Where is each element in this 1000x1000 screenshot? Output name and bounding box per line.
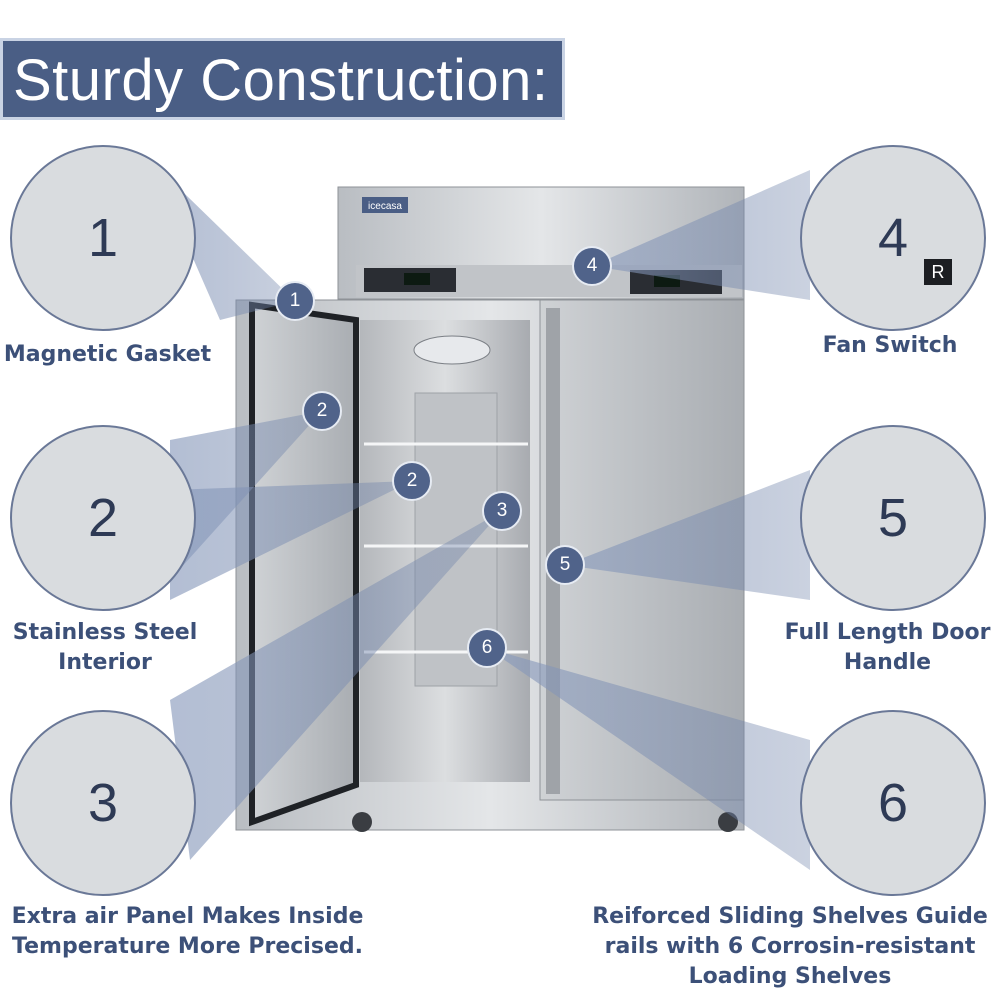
callout-magnetic-gasket: 1	[10, 145, 196, 331]
callout-number: 5	[877, 488, 909, 548]
callout-number: 2	[87, 488, 119, 548]
marker-3: 3	[482, 491, 522, 531]
callout-number: 4	[877, 208, 909, 268]
fan-grill	[413, 335, 491, 365]
label-stainless-interior: Stainless Steel Interior	[12, 620, 198, 675]
brand-logo: icecasa	[368, 201, 402, 212]
marker-6: 6	[467, 628, 507, 668]
callout-fan-switch: 4 R	[800, 145, 986, 331]
marker-1: 1	[275, 281, 315, 321]
label-shelves: Reiforced Sliding Shelves Guide rails wi…	[592, 904, 988, 989]
callout-shelves: 6	[800, 710, 986, 896]
marker-5: 5	[545, 545, 585, 585]
page-title: Sturdy Construction:	[13, 48, 549, 113]
title-banner: Sturdy Construction:	[0, 38, 565, 120]
marker-2b: 2	[392, 461, 432, 501]
callout-number: 1	[87, 208, 119, 268]
callout-number: 3	[87, 773, 119, 833]
label-magnetic-gasket: Magnetic Gasket	[3, 342, 212, 367]
marker-2: 2	[302, 391, 342, 431]
callout-beams	[150, 160, 810, 870]
callout-door-handle: 5	[800, 425, 986, 611]
callout-air-panel: 3	[10, 710, 196, 896]
label-door-handle: Full Length Door Handle	[784, 620, 991, 675]
callout-number: 6	[877, 773, 909, 833]
logo-badge	[362, 197, 408, 213]
label-air-panel: Extra air Panel Makes Inside Temperature…	[11, 904, 364, 959]
marker-4: 4	[572, 246, 612, 286]
switch-key-badge: R	[924, 259, 952, 285]
label-fan-switch: Fan Switch	[822, 333, 958, 358]
callout-stainless-interior: 2	[10, 425, 196, 611]
